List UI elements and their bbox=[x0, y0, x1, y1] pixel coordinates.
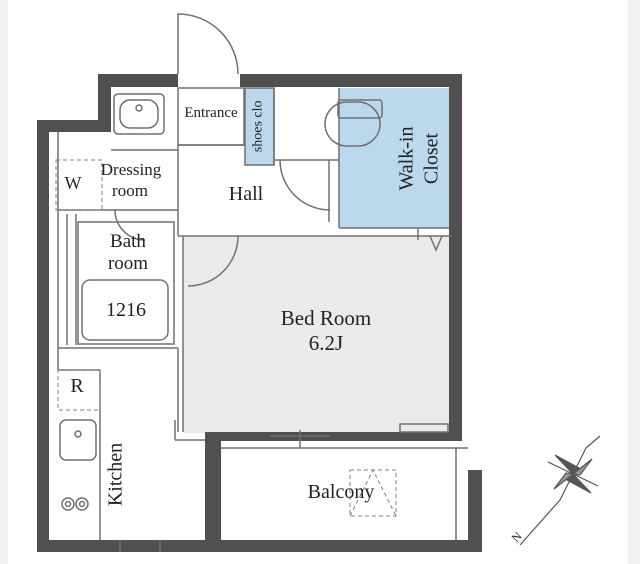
hall-doors bbox=[114, 159, 331, 287]
bath-room-label-line2: room bbox=[107, 253, 149, 274]
bathtub bbox=[81, 279, 169, 341]
bed-room-label-line1: Bed Room bbox=[280, 306, 372, 330]
balcony-label: Balcony bbox=[307, 481, 375, 503]
dressing-room-label-line1: Dressing bbox=[100, 160, 162, 179]
entrance-label: Entrance bbox=[184, 105, 238, 121]
washer-area bbox=[55, 159, 103, 211]
bath-room-label-line1: Bath bbox=[110, 231, 146, 252]
walk-in-closet-label-line1: Walk-in bbox=[395, 126, 418, 191]
refrigerator-label: R bbox=[70, 375, 84, 397]
walk-in-closet-fill bbox=[339, 88, 449, 228]
walk-in-closet-label-line2: Closet bbox=[420, 132, 443, 185]
wash-basin bbox=[113, 93, 165, 135]
balcony-hatch bbox=[349, 468, 397, 517]
bathtub-size-label: 1216 bbox=[106, 299, 146, 321]
toilet-fixture bbox=[324, 99, 383, 147]
kitchen-stove bbox=[61, 497, 89, 511]
right-margin-bar bbox=[628, 0, 640, 564]
hall-label: Hall bbox=[228, 183, 264, 205]
left-margin-bar bbox=[0, 0, 8, 564]
bed-room-floor bbox=[183, 236, 452, 433]
window-marks bbox=[270, 228, 449, 448]
shoes-closet-fill bbox=[245, 88, 274, 165]
kitchen-sink bbox=[59, 419, 97, 461]
compass-icon bbox=[519, 435, 601, 546]
refrigerator-area bbox=[57, 369, 101, 411]
entrance-door bbox=[177, 13, 239, 75]
exterior-walls bbox=[37, 74, 482, 552]
washer-label: W bbox=[64, 173, 82, 193]
bed-room-label-line2: 6.2J bbox=[308, 331, 344, 355]
kitchen-label: Kitchen bbox=[104, 442, 127, 507]
shoes-closet-label: shoes clo bbox=[250, 100, 266, 153]
dressing-room-label-line2: room bbox=[112, 181, 148, 200]
